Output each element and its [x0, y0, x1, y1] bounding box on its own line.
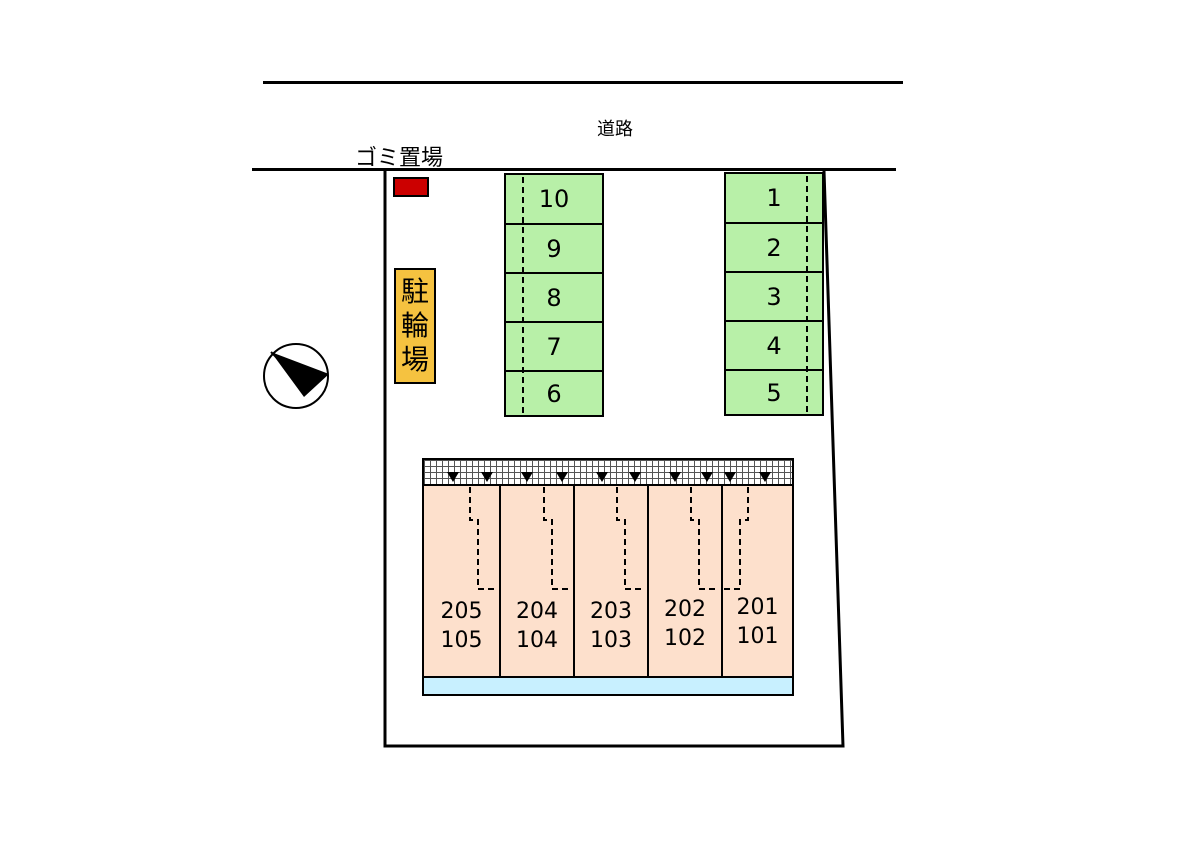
road-edge-top [263, 81, 903, 84]
parking-column-right: 1 2 3 4 5 [724, 172, 824, 416]
parking-dashed-line [806, 176, 808, 412]
garbage-area-label: ゴミ置場 [355, 146, 444, 171]
unit-number-upper: 203 [590, 599, 632, 624]
unit-number-lower: 103 [590, 628, 632, 653]
entrance-marker-icon [596, 472, 608, 482]
garbage-area-box [393, 177, 429, 197]
parking-slot: 5 [726, 369, 822, 414]
road-edge-bottom [252, 168, 896, 171]
unit-number-lower: 101 [736, 624, 779, 649]
road-label: 道路 [597, 119, 633, 140]
unit: 202 102 [647, 486, 721, 694]
unit: 204 104 [499, 486, 573, 694]
entrance-marker-icon [556, 472, 568, 482]
entrance-marker-icon [481, 472, 493, 482]
parking-column-left: 10 9 8 7 6 [504, 173, 604, 417]
unit: 201 101 [721, 486, 792, 694]
unit-number-upper: 204 [516, 599, 558, 624]
unit: 205 105 [424, 486, 499, 694]
entrance-marker-icon [629, 472, 641, 482]
parking-slot: 2 [726, 222, 822, 271]
bicycle-parking-char: 輪 [400, 309, 429, 342]
balcony [424, 676, 792, 694]
parking-slot: 7 [506, 321, 602, 370]
unit-number-upper: 205 [440, 599, 483, 624]
parking-slot: 1 [766, 184, 782, 212]
entrance-marker-icon [701, 472, 713, 482]
entrance-marker-icon [521, 472, 533, 482]
unit-number-upper: 202 [664, 597, 706, 622]
unit-number-lower: 102 [664, 626, 706, 651]
parking-dashed-line [522, 177, 524, 413]
parking-slot: 6 [506, 370, 602, 415]
unit-number-upper: 201 [736, 595, 779, 620]
bicycle-parking-char: 場 [400, 343, 429, 376]
unit-number-lower: 104 [516, 628, 558, 653]
entrance-marker-icon [724, 472, 736, 482]
bicycle-parking: 駐 輪 場 [394, 268, 436, 384]
parking-slot: 9 [506, 223, 602, 272]
parking-slot: 10 [538, 185, 570, 213]
parking-slot: 4 [726, 320, 822, 369]
parking-slot: 8 [506, 272, 602, 321]
entrance-marker-icon [447, 472, 459, 482]
entrance-marker-icon [759, 472, 771, 482]
parking-slot: 3 [726, 271, 822, 320]
entrance-marker-icon [669, 472, 681, 482]
unit-number-lower: 105 [440, 628, 483, 653]
bicycle-parking-char: 駐 [400, 275, 429, 308]
unit: 203 103 [573, 486, 647, 694]
